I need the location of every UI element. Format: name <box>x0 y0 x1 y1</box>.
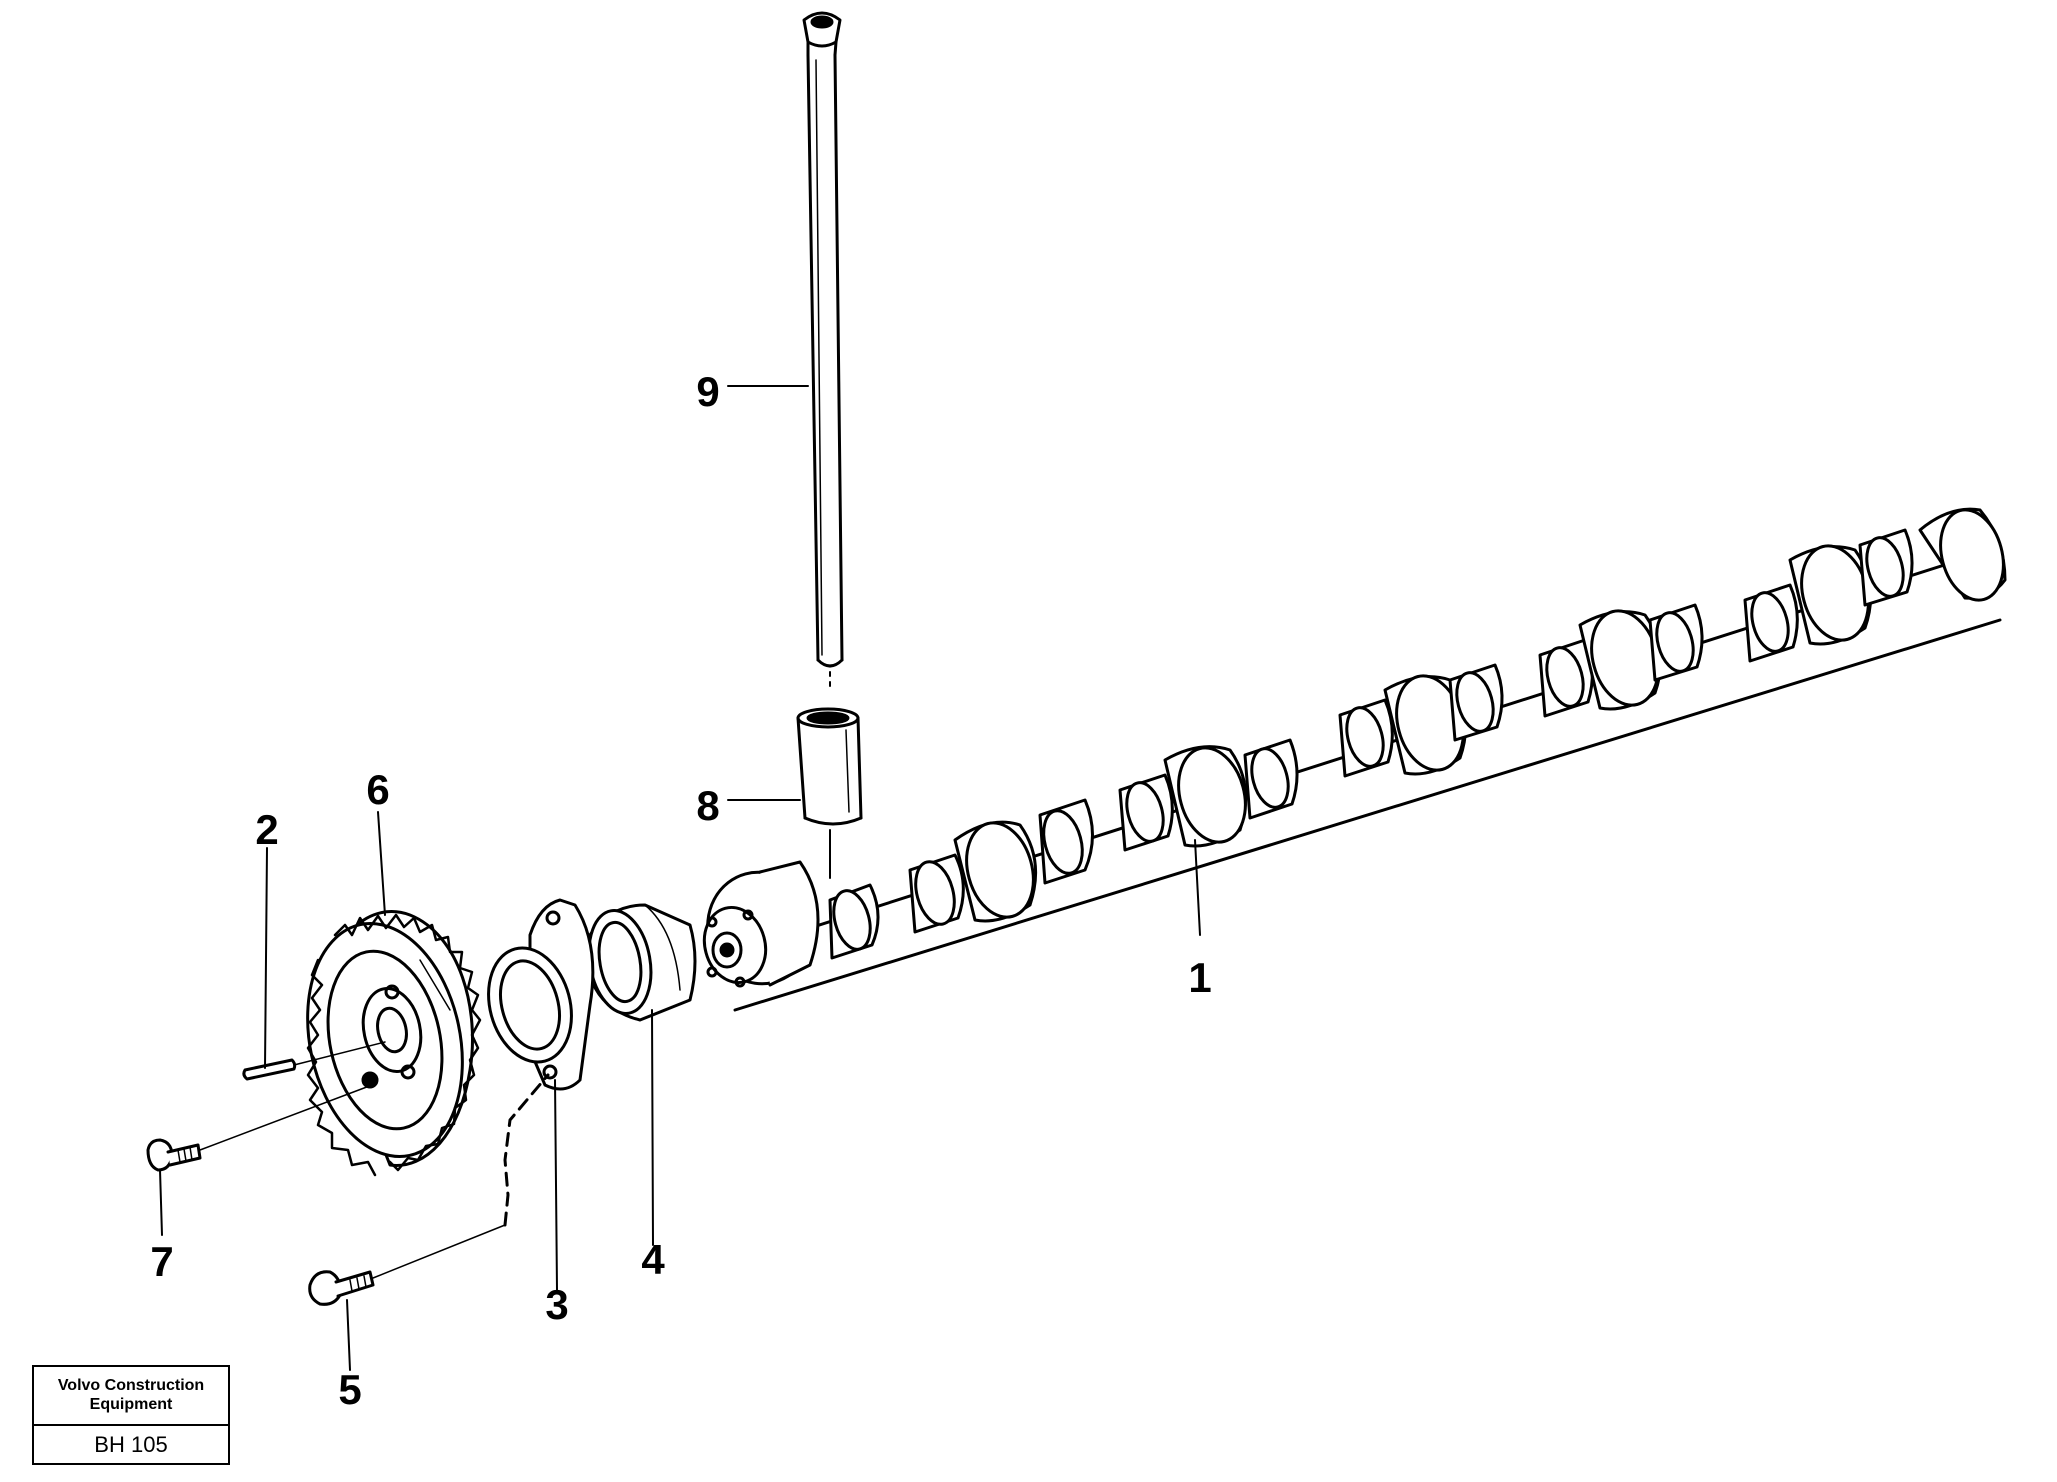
pin <box>242 1041 386 1081</box>
caption-company: Volvo Construction Equipment <box>34 1367 228 1426</box>
callout-6: 6 <box>366 766 390 813</box>
callout-1: 1 <box>1188 954 1212 1001</box>
caption-code: BH 105 <box>94 1431 168 1457</box>
callout-9: 9 <box>696 368 720 415</box>
callout-4: 4 <box>641 1236 665 1283</box>
caption-box: Volvo Construction Equipment BH 105 <box>32 1365 230 1465</box>
caption-company-line2: Equipment <box>89 1395 173 1413</box>
callout-5: 5 <box>338 1366 362 1413</box>
callout-2: 2 <box>255 806 279 853</box>
camshaft <box>702 507 2007 1012</box>
thrust-washer <box>487 898 595 1091</box>
valve-tappet <box>796 707 863 879</box>
callout-8: 8 <box>696 782 720 829</box>
screw-5 <box>308 1073 550 1306</box>
callout-3: 3 <box>545 1281 569 1328</box>
screw-7 <box>146 1084 373 1172</box>
camshaft-gear <box>306 910 482 1177</box>
push-rod <box>802 11 844 691</box>
bushing <box>587 903 697 1022</box>
leader-lines <box>159 385 1201 1371</box>
callout-7: 7 <box>150 1238 174 1285</box>
caption-company-line1: Volvo Construction <box>57 1377 205 1395</box>
